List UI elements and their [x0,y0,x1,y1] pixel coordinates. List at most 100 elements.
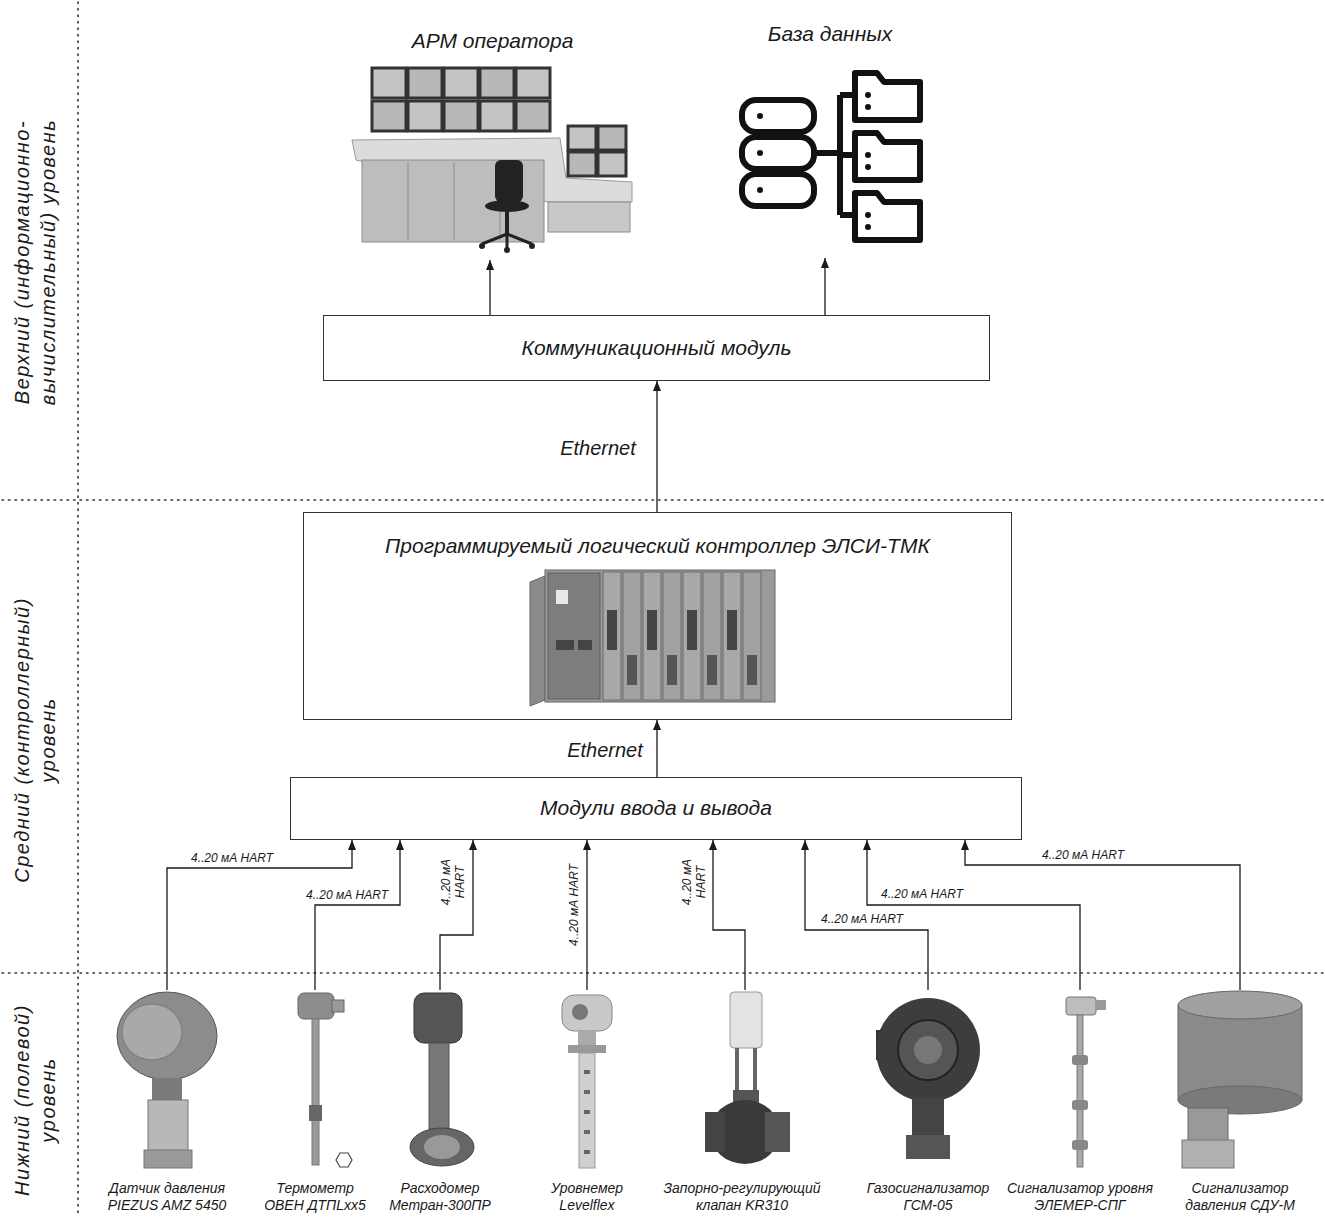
operator-workstation [408,101,442,131]
pressure-switch-picture [1178,991,1302,1019]
signal-label: 4..20 мА HART [819,912,905,926]
plc-rack [683,572,701,700]
operator-workstation [485,200,529,212]
thermometer-picture [332,1000,344,1012]
bus-label: Ethernet [565,738,645,762]
operator-workstation [480,101,514,131]
database-icon [814,150,840,156]
gas-detector-picture [914,1036,942,1064]
connector-arrow [440,840,473,990]
database-icon [855,193,920,240]
operator-workstation [372,68,406,98]
pressure-sensor-picture [144,1150,192,1168]
operator-workstation [444,101,478,131]
controller-box: Программируемый логический контроллер ЭЛ… [303,512,1012,720]
operator-workstation [505,212,509,234]
pressure-switch-picture [1178,991,1302,1168]
plc-rack [545,570,775,702]
node-label: АРМ оператора [412,28,574,54]
node-label: Модули ввода и вывода [540,795,772,821]
plc-rack [578,640,592,650]
level-switch-picture [1096,1000,1106,1010]
database-icon [865,212,871,218]
plc-rack [647,610,657,650]
operator-workstation [444,68,478,98]
node-label: Программируемый логический контроллер ЭЛ… [385,533,930,559]
device-label: Сигнализатор уровня ЭЛЕМЕР-СПГ [1004,1180,1156,1214]
database-icon [865,92,871,98]
plc-rack [627,655,637,685]
level-meter-picture [572,1004,588,1020]
plc-rack [667,655,677,685]
device-label: Сигнализатор давления СДУ-М [1170,1180,1310,1214]
thermometer-picture [309,1105,322,1121]
level-separator [2,972,1323,974]
level-switch-picture [1066,997,1106,1167]
connector-arrow [489,260,490,315]
node-label: База данных [768,21,892,47]
flowmeter-picture [410,1128,474,1166]
database-icon [757,150,763,156]
plc-rack [707,655,717,685]
database-icon [865,164,871,170]
database-node: База данных [720,15,940,258]
level-meter-picture [584,1130,590,1134]
connector-arrow [713,840,745,990]
field-device: Сигнализатор уровня ЭЛЕМЕР-СПГ [1004,990,1156,1214]
gas-detector-picture [876,998,980,1159]
plc-rack [727,610,737,650]
level-switch-picture [1072,1140,1088,1150]
level-meter-picture [584,1090,590,1094]
thermometer-picture [298,993,334,1019]
operator-workstation [408,162,409,240]
gas-detector-picture [876,998,980,1102]
database-icon [865,104,871,110]
valve-picture [730,992,762,1048]
operator-workstation [568,126,596,150]
operator-workstation [529,243,535,249]
operator-workstation [480,68,514,98]
flowmeter-picture [429,1043,449,1129]
plc-rack [556,590,568,604]
operator-workstation [598,152,626,176]
operator-workstation [372,101,406,131]
pressure-sensor-picture [122,1004,182,1060]
plc-rack [530,576,545,706]
connector-arrow [315,840,400,990]
signal-label: 4..20 мА HART [189,851,275,865]
field-device: Газосигнализатор ГСМ-05 [858,990,998,1214]
level-meter-picture [562,995,612,1168]
level-title: Верхний (информационно-вычислительный) у… [9,52,61,472]
field-device: Запорно-регулирующий клапан KR310 [657,990,827,1214]
plc-rack [663,572,681,700]
field-device: Датчик давления PIEZUS AMZ 5450 [92,990,242,1214]
thermometer-picture [298,993,352,1167]
plc-rack [623,572,641,700]
flowmeter-picture [414,993,462,1043]
workstation-node: АРМ оператора [340,22,645,260]
operator-workstation [506,234,509,248]
plc-rack [548,573,600,699]
level-meter-picture [562,995,612,1031]
plc-rack [687,610,697,650]
plc-rack [530,570,775,706]
flowmeter-picture [410,993,474,1166]
gas-detector-picture [906,1135,950,1159]
device-label: Термометр ОВЕН ДТПLxx5 [260,1180,370,1214]
connector-arrow [656,381,657,512]
gas-detector-picture [898,1020,958,1080]
pressure-sensor-picture [117,992,217,1168]
level-title: Нижний (полевой) уровень [9,990,61,1210]
device-label: Уровнемер Levelflex [532,1180,642,1214]
level-separator [77,2,79,1216]
connector-arrow [824,258,825,315]
database-icon [742,100,814,132]
connector-arrow [965,840,1240,990]
signal-label: 4..20 мА HART [439,850,467,914]
plc-rack [743,572,761,700]
operator-workstation [454,162,455,240]
field-device: Термометр ОВЕН ДТПLxx5 [260,990,370,1214]
module-box: Модули ввода и вывода [290,777,1022,840]
